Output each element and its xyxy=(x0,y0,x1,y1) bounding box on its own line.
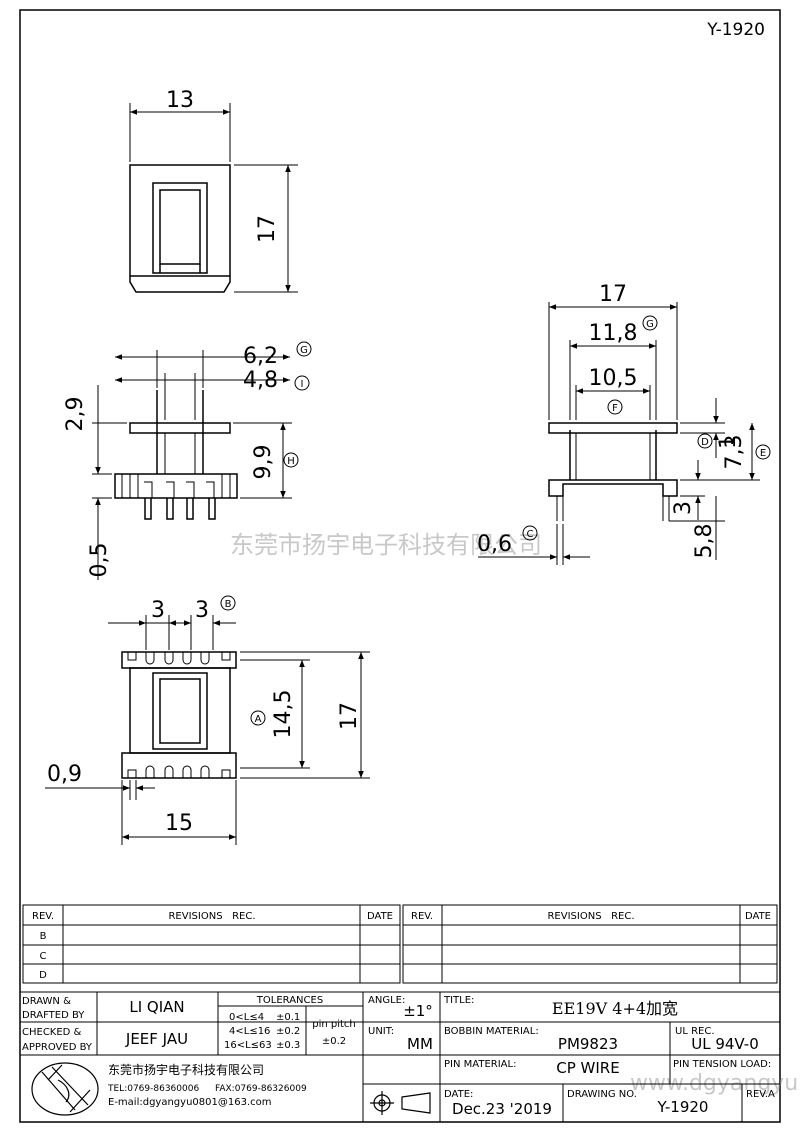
tag-bottom-pitch: B xyxy=(225,599,232,610)
title-label: TITLE: xyxy=(443,995,474,1006)
dim-front-d4: 9,9 xyxy=(251,445,276,480)
dim-top-height: 17 xyxy=(255,215,280,243)
dim-front-d5: 0,5 xyxy=(87,543,112,578)
date-header-right: DATE xyxy=(745,911,771,922)
pin-tension-label: PIN TENSION LOAD: xyxy=(673,1059,771,1070)
company-fax: FAX:0769-86326009 xyxy=(215,1084,307,1094)
checked-by-value: JEEF JAU xyxy=(125,1030,188,1048)
dim-bottom-h2: 17 xyxy=(337,702,362,730)
checked-label-1: CHECKED & xyxy=(22,1027,82,1038)
bottom-view xyxy=(45,615,370,845)
drawing-no-label: DRAWING NO. xyxy=(567,1089,637,1100)
dim-front-d2: 4,8 xyxy=(243,368,278,393)
dim-bottom-p2: 3 xyxy=(195,598,209,623)
pin-material-value: CP WIRE xyxy=(556,1059,619,1077)
title-block-grid xyxy=(19,991,781,1123)
projection-symbol-icon xyxy=(370,1091,431,1115)
top-view xyxy=(129,103,298,293)
checked-label-2: APPROVED BY xyxy=(22,1042,93,1053)
dim-bottom-t: 0,9 xyxy=(47,762,82,787)
rev-header-left: REV. xyxy=(32,911,54,922)
tag-side-d2: G xyxy=(646,319,654,330)
company-name: 东莞市扬宇电子科技有限公司 xyxy=(108,1062,264,1077)
company-logo xyxy=(31,1062,99,1116)
rev-row-d: D xyxy=(39,970,47,981)
tag-front-d2: I xyxy=(301,379,304,390)
ul-rec-value: UL 94V-0 xyxy=(691,1035,759,1053)
dim-side-d1: 17 xyxy=(599,282,627,307)
pin-pitch-value: ±0.2 xyxy=(322,1036,346,1047)
revisions-header-left: REVISIONS REC. xyxy=(168,911,255,922)
revision-table xyxy=(22,904,778,984)
tag-side-d4: D xyxy=(701,437,709,448)
dim-side-d6: 3 xyxy=(671,501,696,515)
revisions-header-right: REVISIONS REC. xyxy=(547,911,634,922)
tag-front-d4: H xyxy=(287,456,295,467)
dim-bottom-p1: 3 xyxy=(151,598,165,623)
company-email: E-mail:dgyangyu0801@163.com xyxy=(108,1097,271,1108)
tol-value-2: ±0.2 xyxy=(276,1026,300,1037)
date-header-left: DATE xyxy=(367,911,393,922)
bobbin-material-label: BOBBIN MATERIAL: xyxy=(444,1026,539,1037)
drawing-no-value: Y-1920 xyxy=(657,1098,709,1116)
angle-label: ANGLE: xyxy=(368,995,405,1006)
dim-side-d8: 0,6 xyxy=(477,532,512,557)
tag-bottom-h1: A xyxy=(255,714,262,725)
dim-bottom-h1: 14,5 xyxy=(271,690,296,739)
tol-value-3: ±0.3 xyxy=(276,1040,300,1051)
tag-side-d3: F xyxy=(612,403,618,414)
tag-side-d5: E xyxy=(760,448,766,459)
dim-bottom-w: 15 xyxy=(165,811,193,836)
tol-range-3: 16<L≤63 xyxy=(224,1040,272,1051)
dim-side-d7: 5,8 xyxy=(692,524,717,559)
dim-front-d1: 6,2 xyxy=(243,344,278,369)
rev-row-c: C xyxy=(40,951,47,962)
angle-value: ±1° xyxy=(403,1002,433,1020)
rev-row-b: B xyxy=(40,931,47,942)
ul-rec-label: UL REC. xyxy=(675,1026,715,1037)
tag-front-d1: G xyxy=(300,345,308,356)
pin-pitch-label: pin pitch xyxy=(312,1019,356,1030)
drawing-number-top: Y-1920 xyxy=(706,20,765,40)
dim-front-d3: 2,9 xyxy=(63,397,88,432)
dim-side-d2: 11,8 xyxy=(589,321,638,346)
side-view xyxy=(478,302,760,565)
tolerances-label: TOLERANCES xyxy=(256,995,323,1006)
tol-range-1: 0<L≤4 xyxy=(229,1012,264,1023)
unit-value: MM xyxy=(407,1035,433,1053)
rev-header-right: REV. xyxy=(411,911,433,922)
company-tel: TEL:0769-86360006 xyxy=(107,1084,199,1094)
dim-side-d4: 1 xyxy=(716,435,741,449)
tol-value-1: ±0.1 xyxy=(276,1012,300,1023)
drawn-by-value: LI QIAN xyxy=(129,998,184,1016)
rev-a-label: REV.A xyxy=(746,1089,775,1100)
dim-top-width: 13 xyxy=(166,88,194,113)
front-view xyxy=(92,350,292,580)
bobbin-material-value: PM9823 xyxy=(558,1035,618,1053)
dim-side-d5: 7,3 xyxy=(722,435,747,470)
title-value: EE19V 4+4加宽 xyxy=(552,999,678,1018)
watermark-company: 东莞市扬宇电子科技有限公司 xyxy=(230,531,542,559)
unit-label: UNIT: xyxy=(368,1026,394,1037)
date-value: Dec.23 '2019 xyxy=(452,1100,552,1118)
drawn-label-2: DRAFTED BY xyxy=(22,1010,85,1021)
tag-side-d8: C xyxy=(527,529,534,540)
date-label: DATE: xyxy=(444,1089,473,1100)
pin-material-label: PIN MATERIAL: xyxy=(444,1059,516,1070)
drawn-label-1: DRAWN & xyxy=(22,996,71,1007)
dim-side-d3: 10,5 xyxy=(589,366,638,391)
tol-range-2: 4<L≤16 xyxy=(229,1026,270,1037)
